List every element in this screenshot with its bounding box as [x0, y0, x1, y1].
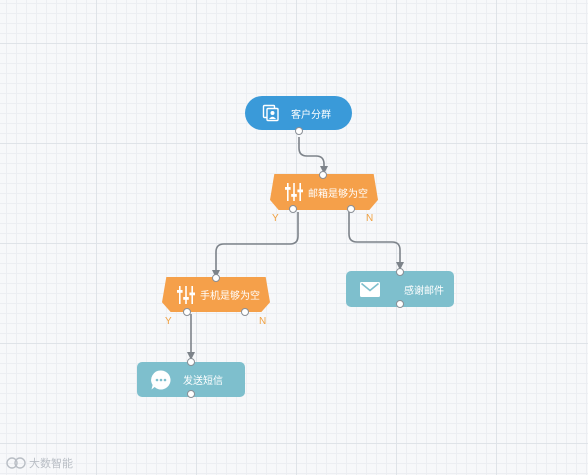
watermark-text: 大数智能	[29, 457, 73, 470]
node-label: 感谢邮件	[404, 285, 444, 297]
watermark: 大数智能	[6, 455, 73, 471]
logo-icon	[6, 457, 26, 469]
node-customer-group[interactable]: 客户分群	[245, 96, 352, 130]
node-label: 邮箱是够为空	[308, 188, 368, 200]
branch-yes-label: Y	[165, 316, 172, 327]
branch-no-label: N	[259, 316, 267, 327]
node-label: 客户分群	[291, 109, 331, 121]
node-label: 手机是够为空	[200, 291, 260, 302]
port-email-out[interactable]	[396, 300, 404, 308]
port-cond2-in[interactable]	[212, 274, 220, 282]
port-start-out[interactable]	[295, 127, 303, 135]
mail-icon	[358, 281, 382, 297]
port-sms-out[interactable]	[187, 390, 195, 398]
port-email-in[interactable]	[396, 268, 404, 276]
connector-start-to-cond1[interactable]	[298, 137, 328, 174]
node-email-empty-check[interactable]: 邮箱是够为空	[270, 174, 378, 210]
filter-sliders-icon	[282, 182, 306, 202]
node-label: 发送短信	[183, 376, 223, 387]
filter-sliders-icon	[174, 285, 198, 305]
port-cond1-yes[interactable]	[289, 205, 297, 213]
port-cond1-no[interactable]	[347, 205, 355, 213]
branch-yes-label: Y	[272, 213, 279, 224]
connector-cond1-yes-to-cond2[interactable]	[212, 212, 299, 278]
port-cond2-yes[interactable]	[183, 308, 191, 316]
branch-no-label: N	[366, 213, 374, 224]
node-phone-empty-check[interactable]: 手机是够为空	[162, 277, 270, 312]
port-cond1-in[interactable]	[319, 171, 327, 179]
port-sms-in[interactable]	[187, 358, 195, 366]
connector-cond1-no-to-email[interactable]	[348, 212, 404, 270]
chat-bubble-icon	[149, 369, 173, 391]
port-cond2-no[interactable]	[241, 308, 249, 316]
customer-group-icon	[257, 104, 285, 122]
